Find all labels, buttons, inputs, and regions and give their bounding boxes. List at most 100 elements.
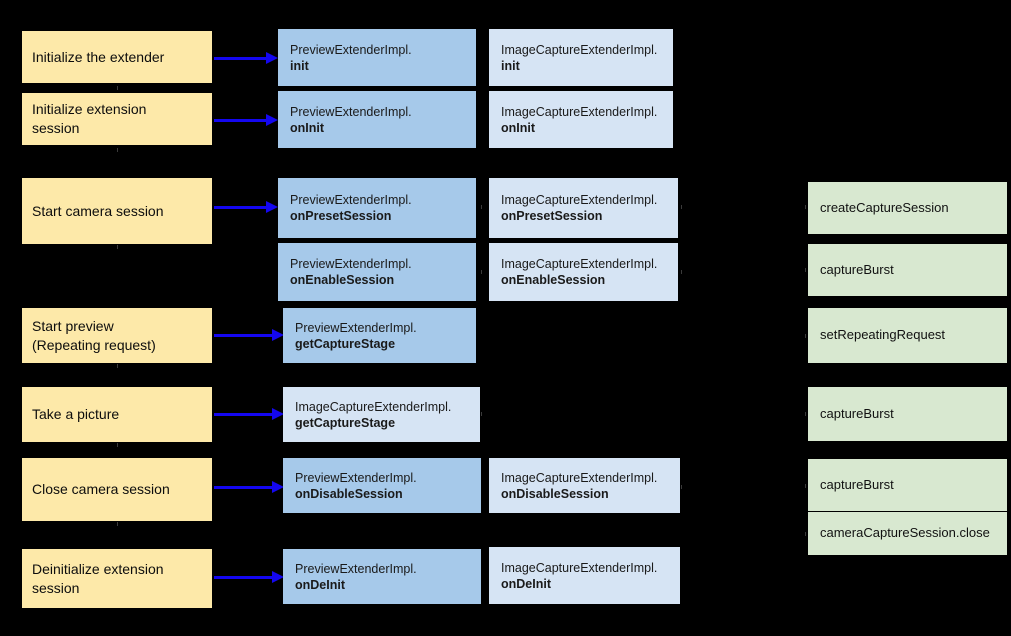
arrow-shaft [214,485,272,489]
stage-box-deinit-ext-session: Deinitialize extension session [22,549,212,608]
arrow-shaft [214,56,266,60]
preview-call-method: onInit [290,120,325,135]
capture-call-box-init: ImageCaptureExtenderImpl. init [489,29,673,86]
arrow-head-icon [266,114,278,126]
arrow-head-icon [266,52,278,64]
alignment-tick [117,364,118,368]
preview-call-box-init: PreviewExtenderImpl. init [278,29,476,86]
stage-label: Initialize extension session [32,101,147,136]
stage-label: Close camera session [32,481,170,498]
preview-call-method: init [290,58,309,73]
preview-call-class: PreviewExtenderImpl. [290,42,412,57]
arrow-head-icon [272,481,284,493]
capture-call-box-onenablesession: ImageCaptureExtenderImpl. onEnableSessio… [489,243,678,301]
preview-call-class: PreviewExtenderImpl. [295,320,417,335]
alignment-tick [805,532,806,536]
arrow-shaft [214,118,266,122]
capture-call-method: onDisableSession [501,486,609,501]
alignment-tick [681,205,682,209]
preview-call-box-ondeinit: PreviewExtenderImpl. onDeInit [283,549,481,604]
stage-label: Take a picture [32,406,120,423]
capture-call-class: ImageCaptureExtenderImpl. [501,193,658,207]
arrow-head-icon [272,571,284,583]
camera-call-label: captureBurst [820,405,894,421]
capture-call-method: getCaptureStage [295,415,396,430]
stage-label: Start camera session [32,202,164,219]
arrow-shaft [214,205,266,209]
alignment-tick [481,412,482,416]
preview-call-class: PreviewExtenderImpl. [295,561,417,576]
camera-call-box-captureburst-2: captureBurst [808,387,1007,441]
preview-call-box-onpresetsession: PreviewExtenderImpl. onPresetSession [278,178,476,238]
arrow-shaft [214,333,272,337]
preview-call-box-ondisablesession: PreviewExtenderImpl. onDisableSession [283,458,481,513]
capture-call-box-ondeinit: ImageCaptureExtenderImpl. onDeInit [489,547,680,604]
arrow-head-icon [272,329,284,341]
stage-box-start-camera-session: Start camera session [22,178,212,244]
alignment-tick [481,205,482,209]
camera-call-label: setRepeatingRequest [820,327,946,343]
alignment-tick [481,270,482,274]
stage-box-init-ext-session: Initialize extension session [22,93,212,145]
camera-call-box-captureburst-3: captureBurst [808,459,1007,511]
camera-call-label: createCaptureSession [820,199,949,215]
capture-call-class: ImageCaptureExtenderImpl. [501,104,658,119]
capture-call-class: ImageCaptureExtenderImpl. [501,257,658,271]
preview-call-method: onDeInit [295,577,345,592]
stage-label: Start preview (Repeating request) [32,317,156,353]
alignment-tick [117,148,118,152]
arrow-head-icon [266,201,278,213]
camera-call-box-cameracapturesession-close: cameraCaptureSession.close [808,512,1007,555]
capture-call-method: onDeInit [501,576,551,591]
alignment-tick [805,205,806,209]
preview-call-method: onDisableSession [295,486,403,501]
camera-call-box-captureburst-1: captureBurst [808,244,1007,296]
capture-call-method: onInit [501,120,536,135]
capture-call-box-getcapturestage: ImageCaptureExtenderImpl. getCaptureStag… [283,387,480,442]
camera-call-box-setrepeatingrequest: setRepeatingRequest [808,308,1007,363]
preview-call-class: PreviewExtenderImpl. [290,104,412,119]
alignment-tick [805,334,806,338]
stage-label: Deinitialize extension session [32,560,164,596]
alignment-tick [805,412,806,416]
preview-call-box-getcapturestage: PreviewExtenderImpl. getCaptureStage [283,308,476,363]
preview-call-class: PreviewExtenderImpl. [290,257,412,271]
alignment-tick [117,522,118,526]
capture-call-class: ImageCaptureExtenderImpl. [501,470,658,485]
arrow-shaft [214,575,272,579]
stage-box-init-extender: Initialize the extender [22,31,212,83]
capture-call-box-ondisablesession: ImageCaptureExtenderImpl. onDisableSessi… [489,458,680,513]
capture-call-method: onEnableSession [501,273,606,287]
preview-call-box-onenablesession: PreviewExtenderImpl. onEnableSession [278,243,476,301]
preview-call-class: PreviewExtenderImpl. [295,470,417,485]
stage-box-start-preview: Start preview (Repeating request) [22,308,212,363]
capture-call-class: ImageCaptureExtenderImpl. [501,560,658,575]
alignment-tick [681,485,682,489]
alignment-tick [117,245,118,249]
preview-call-method: onPresetSession [290,209,392,223]
camera-call-label: captureBurst [820,261,894,277]
camera-call-label: captureBurst [820,476,894,492]
alignment-tick [117,86,118,90]
arrow-head-icon [272,408,284,420]
capture-call-box-onpresetsession: ImageCaptureExtenderImpl. onPresetSessio… [489,178,678,238]
stage-box-take-picture: Take a picture [22,387,212,442]
preview-call-method: onEnableSession [290,273,395,287]
stage-box-close-camera-session: Close camera session [22,458,212,521]
alignment-tick [681,270,682,274]
preview-call-method: getCaptureStage [295,336,396,351]
capture-call-box-oninit: ImageCaptureExtenderImpl. onInit [489,91,673,148]
capture-call-class: ImageCaptureExtenderImpl. [295,399,452,414]
capture-call-class: ImageCaptureExtenderImpl. [501,42,658,57]
capture-call-method: onPresetSession [501,209,603,223]
alignment-tick [805,484,806,488]
camera-call-box-createcapturesession: createCaptureSession [808,182,1007,234]
alignment-tick [805,268,806,272]
stage-label: Initialize the extender [32,48,165,65]
preview-call-class: PreviewExtenderImpl. [290,193,412,207]
camera-call-label: cameraCaptureSession.close [820,525,990,541]
capture-call-method: init [501,58,520,73]
preview-call-box-oninit: PreviewExtenderImpl. onInit [278,91,476,148]
alignment-tick [117,443,118,447]
